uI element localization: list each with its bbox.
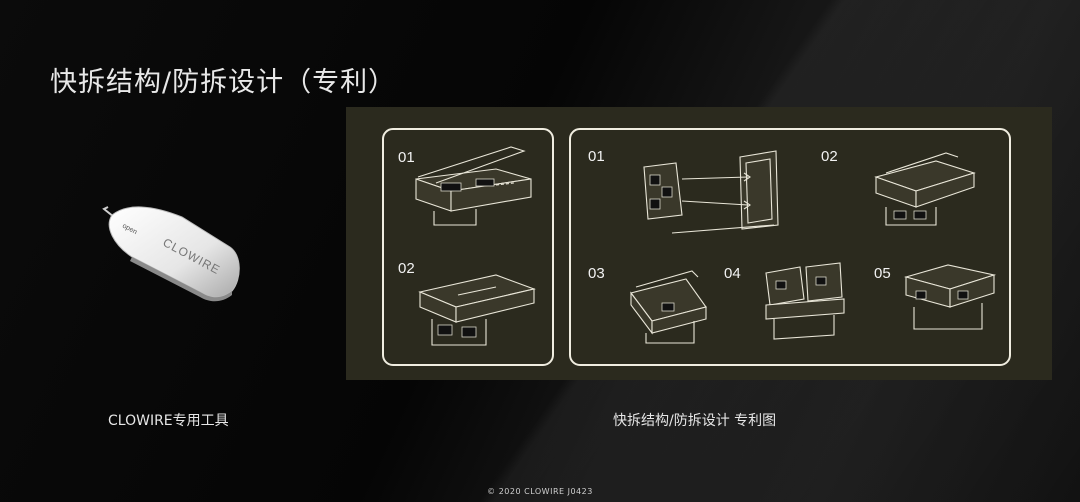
left-step-01: 01 <box>398 149 415 166</box>
drawing-right-04 <box>765 262 845 340</box>
left-step-02: 02 <box>398 260 415 277</box>
footer-copyright: © 2020 CLOWIRE J0423 <box>487 487 593 496</box>
tool-illustration: open CLOWIRE <box>102 206 240 302</box>
right-step-05: 05 <box>874 265 891 282</box>
patent-box-left <box>382 128 554 366</box>
patent-caption: 快拆结构/防拆设计 专利图 <box>613 413 777 429</box>
right-step-04: 04 <box>724 265 741 282</box>
right-step-02: 02 <box>821 148 838 165</box>
patent-drawing-panel: 01 02 01 02 03 04 05 <box>346 107 1052 380</box>
drawing-left-01 <box>415 146 532 226</box>
page-title: 快拆结构/防拆设计（专利） <box>50 67 397 98</box>
drawing-left-02 <box>418 274 536 346</box>
drawing-right-01 <box>643 150 779 234</box>
tool-caption: CLOWIRE专用工具 <box>108 413 229 429</box>
right-step-03: 03 <box>588 265 605 282</box>
drawing-right-05 <box>903 264 997 330</box>
patent-drawings: 01 02 01 02 03 04 05 <box>382 128 1011 366</box>
right-step-01: 01 <box>588 148 605 165</box>
drawing-right-03 <box>630 270 707 344</box>
clowire-tool-image: open CLOWIRE <box>92 195 252 315</box>
drawing-right-02 <box>874 152 976 226</box>
patent-box-right <box>569 128 1011 366</box>
